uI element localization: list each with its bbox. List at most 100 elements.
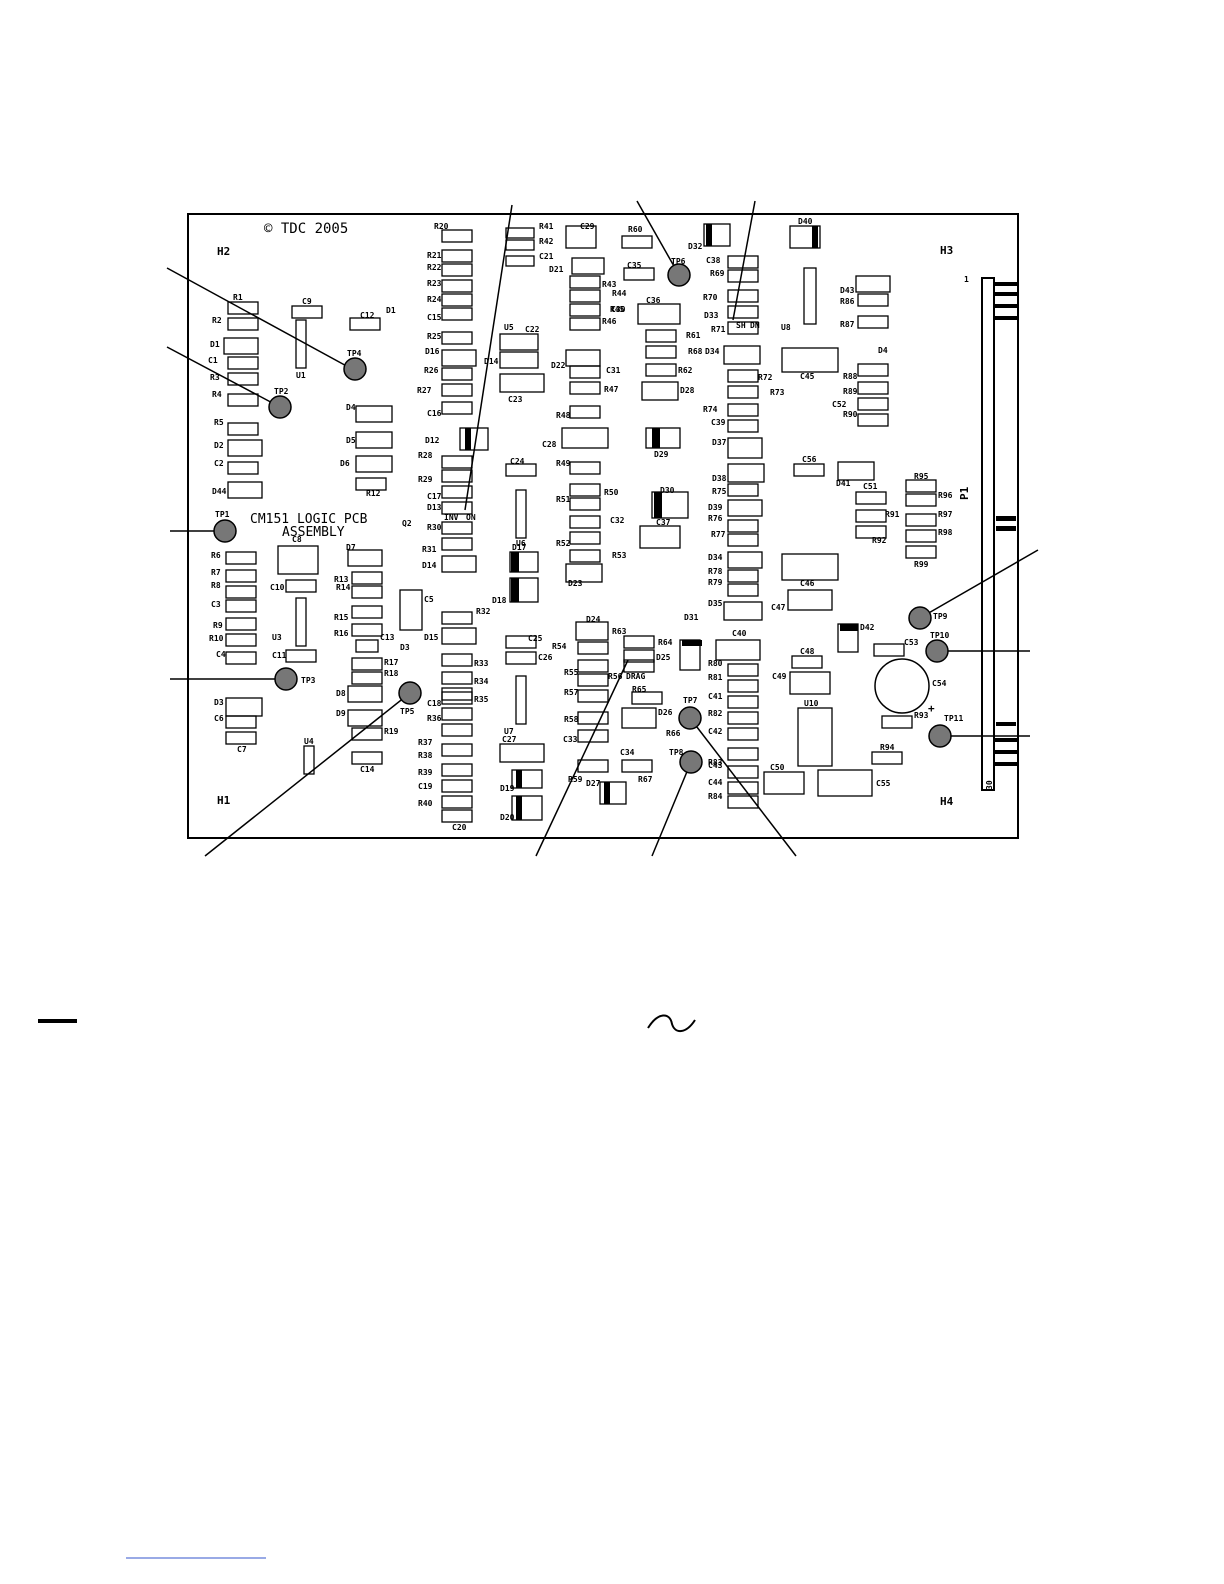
component-c15-19-label: C15: [427, 313, 442, 322]
component-r48-56-outline: [569, 405, 601, 419]
component-c43-200-label: C43: [708, 761, 723, 770]
component-c2-8-outline: [227, 461, 259, 475]
component-r13-133-outline: [351, 571, 383, 585]
component-r49-58-outline: [569, 461, 601, 475]
component-c26-169-label: C26: [538, 653, 553, 662]
component-r52-62-label: R52: [556, 539, 571, 548]
component-u1-11-outline: [295, 319, 307, 369]
component-d32-75-label: D32: [688, 242, 703, 251]
component-d14-36-label: D14: [422, 561, 437, 570]
component-sh-81-label: SH: [736, 321, 746, 330]
component-r42-41-label: R42: [539, 237, 554, 246]
component-r58-185-label: R58: [564, 715, 579, 724]
component-r32-139-label: R32: [476, 607, 491, 616]
component-d9-145-outline: [347, 709, 383, 727]
component-r45-47-outline: [569, 303, 601, 317]
component-r30-34-outline: [441, 521, 473, 535]
component-u7-170-outline: [515, 675, 527, 725]
component-d33-79-outline: [727, 305, 759, 319]
component-r94-210-label: R94: [880, 743, 895, 752]
tp9-pad: [908, 606, 932, 630]
diode-band-10: [682, 640, 702, 646]
tp7-label: TP7: [683, 696, 698, 705]
component-u6-164-label: U6: [516, 539, 526, 548]
component-c16-24-label: C16: [427, 409, 442, 418]
component-c35-65-label: C35: [627, 261, 642, 270]
component-layer: R1R2D1C1R3R4R5D2C2D44C9U1C12D1R20R21R22R…: [208, 217, 953, 832]
component-d20-173-outline: [511, 795, 543, 821]
component-d9-145-label: D9: [336, 709, 346, 718]
component-d19-172-label: D19: [500, 784, 515, 793]
component-r35-154-label: R35: [474, 695, 489, 704]
component-d24-174-outline: [575, 621, 609, 641]
component-r19-146-outline: [351, 727, 383, 741]
tp4-pad: [343, 357, 367, 381]
component-r39-159-label: R39: [418, 768, 433, 777]
tp10-label: TP10: [930, 631, 949, 640]
component-d13-33-label: D13: [427, 503, 442, 512]
component-r30-34-label: R30: [427, 523, 442, 532]
component-u10-205-label: U10: [804, 699, 819, 708]
component-d30-73-label: D30: [660, 486, 675, 495]
component-c10-129-outline: [285, 579, 317, 593]
component-r70-78-label: R70: [703, 293, 718, 302]
component-c8-128-outline: [277, 545, 319, 575]
component-c51-111-outline: [855, 491, 887, 505]
component-r27-23-outline: [441, 383, 473, 397]
component-c33-186-label: C33: [563, 735, 578, 744]
component-r54-178-outline: [577, 641, 609, 655]
component-r93-209-outline: [881, 715, 913, 729]
component-r79-96-outline: [727, 583, 759, 597]
component-c23-52-label: C23: [508, 395, 523, 404]
component-r72-84-outline: [727, 369, 759, 383]
component-d18-166-outline: [509, 577, 539, 603]
component-c23-52-outline: [499, 373, 545, 393]
component-r38-158-outline: [441, 743, 473, 757]
component-r17-142-outline: [351, 657, 383, 671]
component-r68-69-label: R68: [688, 347, 703, 356]
component-d39-91-label: D39: [708, 503, 723, 512]
component-r52-62-outline: [569, 531, 601, 545]
component-c8-128-label: C8: [292, 535, 302, 544]
component-r96-115-label: R96: [938, 491, 953, 500]
component-d8-144-outline: [347, 685, 383, 703]
component-c14-147-label: C14: [360, 765, 375, 774]
component-d13-33-outline: [441, 501, 473, 515]
diode-band-0: [465, 428, 471, 450]
component-c51-111-label: C51: [863, 482, 878, 491]
component-c24-163-outline: [505, 463, 537, 477]
component-u5-49-outline: [499, 333, 539, 351]
pin1-label: 1: [964, 275, 969, 284]
component-d35-97-outline: [723, 601, 763, 621]
diode-band-7: [604, 782, 610, 804]
component-c19-160-outline: [441, 779, 473, 793]
component-c45-104-label: C45: [800, 372, 815, 381]
component-r26-22-outline: [441, 367, 473, 381]
component-r69-77-outline: [727, 269, 759, 283]
component-r31-35-label: R31: [422, 545, 437, 554]
component-r51-60-outline: [569, 497, 601, 511]
component-r38-158-label: R38: [418, 751, 433, 760]
component-d34-94-outline: [727, 551, 763, 569]
component-r43-45-outline: [569, 275, 601, 289]
component-r99-118-label: R99: [914, 560, 929, 569]
component-d38-89-label: D38: [712, 474, 727, 483]
component-r22-16-outline: [441, 263, 473, 277]
test-points: TP1 TP2 TP3 TP4 TP5 TP6 TP7 TP8 TP9 TP10…: [166, 200, 1039, 857]
component-d1-2-label: D1: [210, 340, 220, 349]
component-r84-202-label: R84: [708, 792, 723, 801]
board-subtitle: ASSEMBLY: [282, 525, 345, 540]
component-c21-42-outline: [505, 255, 535, 267]
component-c13-137-outline: [355, 639, 379, 653]
hole-h2-label: H2: [217, 245, 230, 258]
component-on-38-label: ON: [466, 513, 476, 522]
callout-tp2-line: [166, 346, 281, 408]
tp9-label: TP9: [933, 612, 948, 621]
component-c19-160-label: C19: [418, 782, 433, 791]
component-r55-179-outline: [577, 659, 609, 673]
component-d4-25-outline: [355, 405, 393, 423]
component-c50-211-outline: [763, 771, 805, 795]
component-d5-26-outline: [355, 431, 393, 449]
component-c5-138-label: C5: [424, 595, 434, 604]
component-d16-21-outline: [441, 349, 477, 367]
